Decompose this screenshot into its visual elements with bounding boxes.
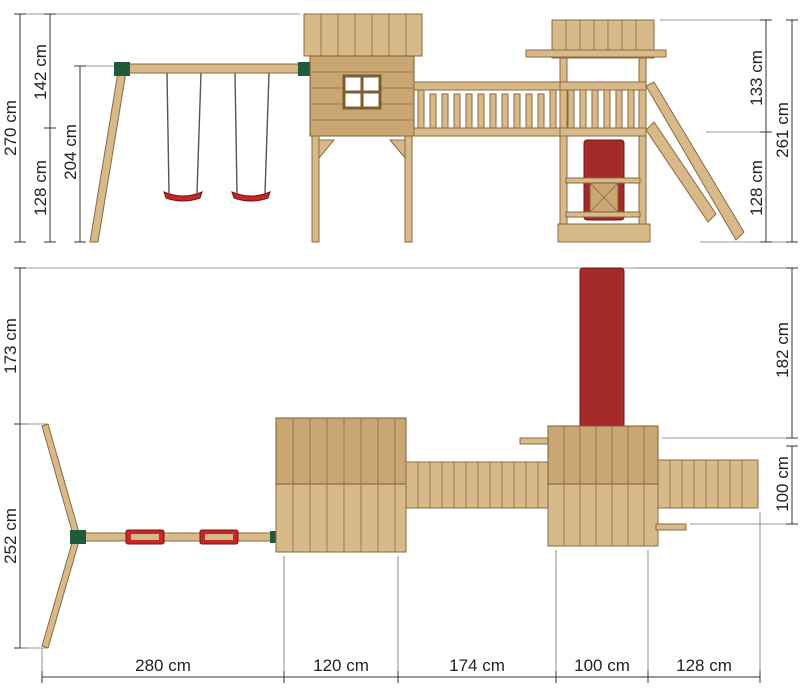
tower2-lower-height-label: 128 cm [747,160,766,216]
top-ladder [657,459,759,509]
swing-bracket-right [298,62,310,76]
side-upper-height-label: 142 cm [31,44,50,100]
top-slide [579,267,625,429]
top-left-dimensions: 173 cm 252 cm [1,267,48,649]
top-tower-slide [519,425,687,547]
bottom-dim-ladder: 128 cm [676,656,732,675]
swing-width-label: 252 cm [1,508,20,564]
swing-bracket-left [114,62,130,76]
ladder-width-label: 100 cm [773,456,792,512]
tower2-upper-height-label: 133 cm [747,50,766,106]
top-upper-depth-label: 173 cm [1,318,20,374]
side-total-height-label: 270 cm [1,100,20,156]
side-tower-slide [525,19,745,243]
side-swing-frame [89,62,310,243]
top-bridge [405,461,549,509]
side-right-dimensions: 133 cm 128 cm 261 cm [660,19,798,243]
swing-seat-1 [163,191,203,202]
house-roof-planks [320,14,407,56]
slide-length-label: 182 cm [773,322,792,378]
bottom-dim-swing: 280 cm [135,656,191,675]
top-tower-house [275,417,407,553]
top-right-dimensions: 182 cm 100 cm [634,267,798,525]
side-bridge-railing [413,81,565,137]
top-bottom-dimensions: 280 cm 120 cm 174 cm 100 cm 128 cm [41,512,761,683]
side-left-dimensions: 270 cm 142 cm 128 cm 204 cm [1,13,300,243]
bottom-dim-tower2: 100 cm [574,656,630,675]
swing-seat-2 [231,191,271,202]
tower2-total-height-label: 261 cm [773,102,792,158]
top-view: 173 cm 252 cm [1,267,798,683]
top-swing-bracket [70,530,86,544]
swing-beam-height-label: 204 cm [61,124,80,180]
bottom-dim-tower1: 120 cm [313,656,369,675]
side-view: 270 cm 142 cm 128 cm 204 cm [1,13,798,243]
side-lower-height-label: 128 cm [31,160,50,216]
side-tower-house [303,13,423,243]
top-swing-frame [41,423,278,649]
bottom-dim-bridge: 174 cm [449,656,505,675]
